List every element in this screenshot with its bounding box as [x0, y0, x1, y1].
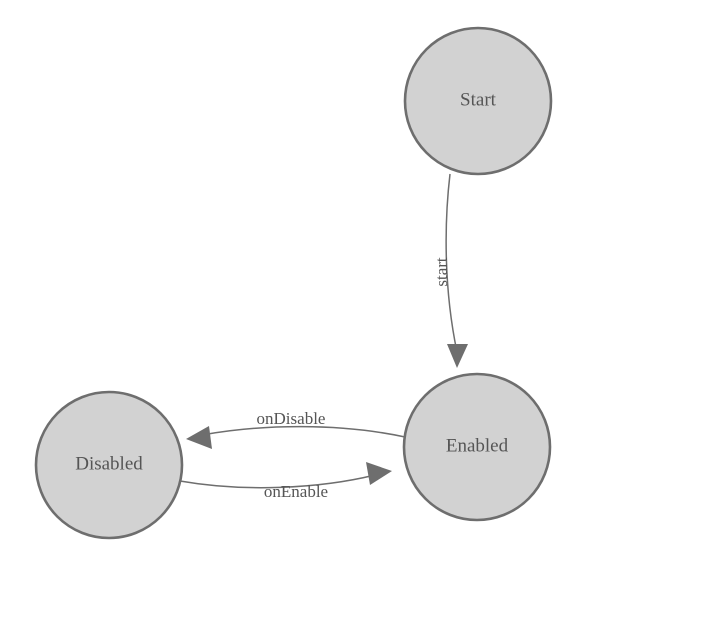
state-node-disabled[interactable]: Disabled	[34, 390, 184, 540]
edge-line-start	[445, 173, 458, 353]
edge-label-on-disable: onDisable	[257, 409, 326, 428]
arrowhead-on-enable	[366, 462, 392, 485]
edge-label-on-enable: onEnable	[264, 482, 328, 501]
state-node-start[interactable]: Start	[403, 26, 553, 176]
edge-line-on-enable	[179, 474, 376, 489]
state-node-start-label: Start	[460, 89, 497, 110]
state-node-disabled-circle	[34, 390, 184, 540]
state-node-start-circle	[403, 26, 553, 176]
state-node-enabled-label: Enabled	[446, 435, 509, 456]
edge-label-start: start	[432, 257, 451, 287]
edge-enabled-to-disabled[interactable]: onDisable	[186, 409, 406, 449]
state-node-disabled-label: Disabled	[75, 453, 143, 474]
arrowhead-start	[447, 344, 468, 368]
arrowhead-on-disable	[186, 426, 212, 449]
edge-line-on-disable	[201, 425, 406, 438]
edge-start-to-enabled[interactable]: start	[432, 173, 468, 368]
state-node-enabled[interactable]: Enabled	[402, 372, 552, 522]
edge-disabled-to-enabled[interactable]: onEnable	[179, 462, 392, 501]
state-node-enabled-circle	[402, 372, 552, 522]
